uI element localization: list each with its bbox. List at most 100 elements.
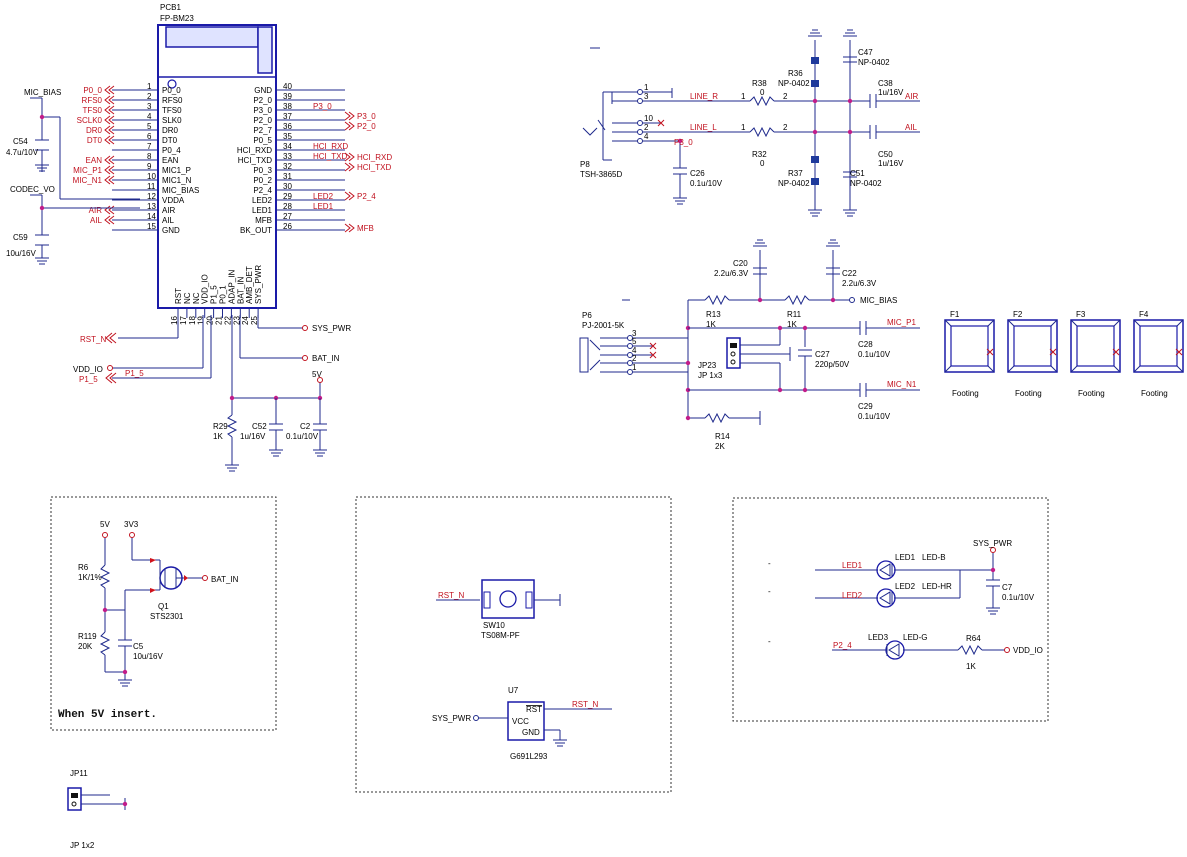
pin-name: MFB bbox=[255, 216, 272, 225]
port-arrow bbox=[104, 175, 115, 185]
mic-p1-net: MIC_P1 bbox=[887, 318, 916, 327]
q1-value: STS2301 bbox=[150, 612, 184, 621]
port-arrow bbox=[344, 223, 355, 233]
net-label: MIC_N1 bbox=[73, 176, 103, 185]
port-label: HCI_TXD bbox=[357, 163, 391, 172]
c51-ref: C51 bbox=[850, 169, 865, 178]
r29-value: 1K bbox=[213, 432, 223, 441]
r32-pin2: 2 bbox=[783, 123, 788, 132]
p8-pin-2: 2 bbox=[644, 123, 649, 132]
port-arrow bbox=[104, 205, 115, 215]
pin-number: 38 bbox=[283, 102, 292, 111]
led1-value: LED-B bbox=[922, 553, 946, 562]
r11-ref: R11 bbox=[787, 310, 802, 319]
pin-name: P2_7 bbox=[253, 126, 272, 135]
port-arrow bbox=[344, 121, 355, 131]
net-label: EAN bbox=[86, 156, 103, 165]
pin-name: RFS0 bbox=[162, 96, 183, 105]
r14-value: 2K bbox=[715, 442, 725, 451]
pin-number: 36 bbox=[283, 122, 292, 131]
pin-number: 23 bbox=[232, 316, 241, 325]
line-l-net: LINE_L bbox=[690, 123, 717, 132]
footing-ref: F3 bbox=[1076, 310, 1086, 319]
p8-pin-10: 10 bbox=[644, 114, 653, 123]
pin-name: P2_4 bbox=[253, 186, 272, 195]
pin-name: ADAP_IN bbox=[227, 270, 236, 304]
net-label: AIL bbox=[90, 216, 103, 225]
port-arrow bbox=[104, 165, 115, 175]
c2-value: 0.1u/10V bbox=[286, 432, 319, 441]
r38-pin2: 2 bbox=[783, 92, 788, 101]
net-label: SCLK0 bbox=[77, 116, 103, 125]
pin-name: EAN bbox=[162, 156, 179, 165]
port-arrow bbox=[104, 85, 115, 95]
net-label: MIC_P1 bbox=[73, 166, 102, 175]
pin-number: 5 bbox=[147, 122, 152, 131]
vdd-io-label: VDD_IO bbox=[1013, 646, 1043, 655]
r29-ref: R29 bbox=[213, 422, 228, 431]
net-label: HCI_RXD bbox=[313, 142, 348, 151]
c59-value: 10u/16V bbox=[6, 249, 36, 258]
c26-value: 0.1u/10V bbox=[690, 179, 723, 188]
bottom-pin-wiring bbox=[105, 315, 327, 472]
r32-value: 0 bbox=[760, 159, 765, 168]
pin-name: P0_4 bbox=[162, 146, 181, 155]
c54-value: 4.7u/10V bbox=[6, 148, 39, 157]
pin-name: RST bbox=[174, 288, 183, 304]
port-label: P2_4 bbox=[357, 192, 376, 201]
c50-ref: C50 bbox=[878, 150, 893, 159]
pin-number: 8 bbox=[147, 152, 152, 161]
r36-value: NP-0402 bbox=[778, 79, 810, 88]
pin-name: GND bbox=[254, 86, 272, 95]
codec-vo-label: CODEC_VO bbox=[10, 185, 55, 194]
port-label: MFB bbox=[357, 224, 374, 233]
power-switch-circuit bbox=[99, 532, 208, 687]
pin-name: P2_0 bbox=[253, 96, 272, 105]
pin-number: 24 bbox=[241, 316, 250, 325]
port-label: HCI_RXD bbox=[357, 153, 392, 162]
p1-5-net: P1_5 bbox=[125, 369, 144, 378]
bat-in-net: BAT_IN bbox=[312, 354, 340, 363]
led-box-dash2: - bbox=[768, 587, 771, 596]
c22-ref: C22 bbox=[842, 269, 857, 278]
bat-in-label: BAT_IN bbox=[211, 575, 239, 584]
led1-net: LED1 bbox=[842, 561, 863, 570]
net-label: RFS0 bbox=[82, 96, 103, 105]
p8-pin-3: 3 bbox=[644, 92, 649, 101]
pin-name: LED2 bbox=[252, 196, 273, 205]
pin-name: P3_0 bbox=[253, 106, 272, 115]
pin-number: 4 bbox=[147, 112, 152, 121]
net-label: DT0 bbox=[87, 136, 103, 145]
p6-part: PJ-2001-5K bbox=[582, 321, 625, 330]
pin-number: 3 bbox=[147, 102, 152, 111]
led2-net: LED2 bbox=[842, 591, 863, 600]
pin-name: P1_5 bbox=[210, 285, 219, 304]
pin-number: 29 bbox=[283, 192, 292, 201]
pin-name: NC bbox=[192, 292, 201, 304]
left-net-wiring bbox=[30, 97, 140, 265]
net-label: HCI_TXD bbox=[313, 152, 347, 161]
pin-number: 31 bbox=[283, 172, 292, 181]
c5-value: 10u/16V bbox=[133, 652, 163, 661]
port-arrow bbox=[104, 105, 115, 115]
c50-value: 1u/16V bbox=[878, 159, 904, 168]
pin-number: 37 bbox=[283, 112, 292, 121]
u7-gnd-pin: GND bbox=[522, 728, 540, 737]
r13-ref: R13 bbox=[706, 310, 721, 319]
c52-value: 1u/16V bbox=[240, 432, 266, 441]
pin-name: GND bbox=[162, 226, 180, 235]
port-arrow bbox=[104, 155, 115, 165]
pin-number: 7 bbox=[147, 142, 152, 151]
r38-ref: R38 bbox=[752, 79, 767, 88]
led-box-dash1: - bbox=[768, 559, 771, 568]
line-r-net: LINE_R bbox=[690, 92, 718, 101]
r38-pin1: 1 bbox=[741, 92, 746, 101]
r14-ref: R14 bbox=[715, 432, 730, 441]
pin-number: 18 bbox=[188, 316, 197, 325]
sys-pwr-label-led: SYS_PWR bbox=[973, 539, 1012, 548]
sw10-ref: SW10 bbox=[483, 621, 505, 630]
footing-label: Footing bbox=[952, 389, 979, 398]
